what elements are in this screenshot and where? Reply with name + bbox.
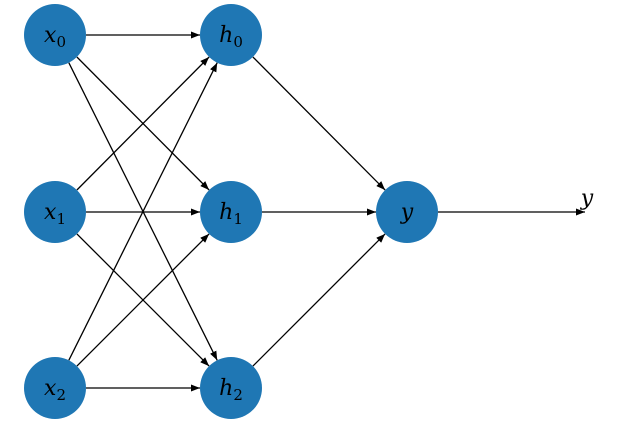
node-h2: h2 bbox=[200, 357, 262, 419]
edge-h2-to-y bbox=[252, 233, 386, 367]
edge-x1-to-h0 bbox=[76, 56, 210, 191]
node-h1: h1 bbox=[200, 181, 262, 243]
node-label-subscript: 0 bbox=[56, 33, 66, 51]
node-label-x1: x1 bbox=[44, 200, 66, 228]
output-layer: y bbox=[438, 186, 594, 216]
output-label: y bbox=[580, 186, 594, 211]
edges-layer bbox=[68, 31, 386, 392]
edge-x2-to-h1 bbox=[76, 233, 210, 367]
node-label-h2: h2 bbox=[219, 376, 243, 404]
node-label-main: h bbox=[219, 200, 233, 225]
node-h0: h0 bbox=[200, 4, 262, 66]
node-x2: x2 bbox=[24, 357, 86, 419]
node-circle-y bbox=[376, 181, 438, 243]
node-label-main: y bbox=[400, 200, 414, 225]
node-label-main: h bbox=[219, 376, 233, 401]
node-label-subscript: 2 bbox=[233, 386, 243, 404]
node-y: y bbox=[376, 181, 438, 243]
node-label-main: x bbox=[44, 200, 57, 225]
node-label-y: y bbox=[400, 200, 414, 225]
node-label-subscript: 1 bbox=[56, 210, 66, 228]
node-label-main: x bbox=[44, 23, 57, 48]
node-label-subscript: 2 bbox=[56, 386, 66, 404]
edge-x2-to-h0 bbox=[68, 62, 218, 361]
node-circle-h1 bbox=[200, 181, 262, 243]
node-label-main: x bbox=[44, 376, 57, 401]
node-circle-x2 bbox=[24, 357, 86, 419]
node-label-subscript: 0 bbox=[233, 33, 243, 51]
node-label-x2: x2 bbox=[44, 376, 66, 404]
node-label-main: h bbox=[219, 23, 233, 48]
node-label-subscript: 1 bbox=[233, 210, 243, 228]
node-circle-h2 bbox=[200, 357, 262, 419]
node-label-x0: x0 bbox=[44, 23, 66, 51]
node-x1: x1 bbox=[24, 181, 86, 243]
node-label-h0: h0 bbox=[219, 23, 243, 51]
node-circle-h0 bbox=[200, 4, 262, 66]
node-circle-x1 bbox=[24, 181, 86, 243]
node-circle-x0 bbox=[24, 4, 86, 66]
node-x0: x0 bbox=[24, 4, 86, 66]
node-label-h1: h1 bbox=[219, 200, 243, 228]
edge-h0-to-y bbox=[252, 56, 386, 191]
